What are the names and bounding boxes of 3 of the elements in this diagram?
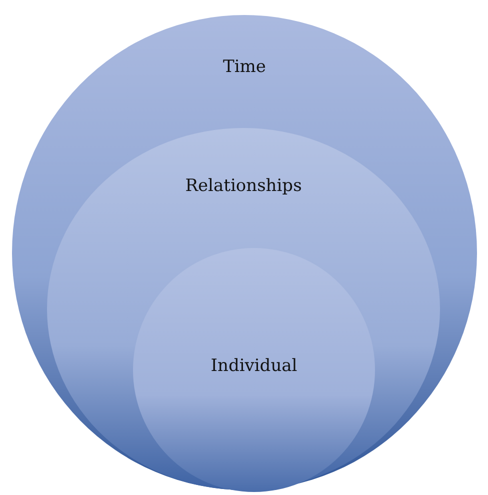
- circle-label: Individual: [210, 356, 298, 376]
- circle-label: Time: [222, 57, 267, 77]
- circle-label: Relationships: [184, 176, 303, 196]
